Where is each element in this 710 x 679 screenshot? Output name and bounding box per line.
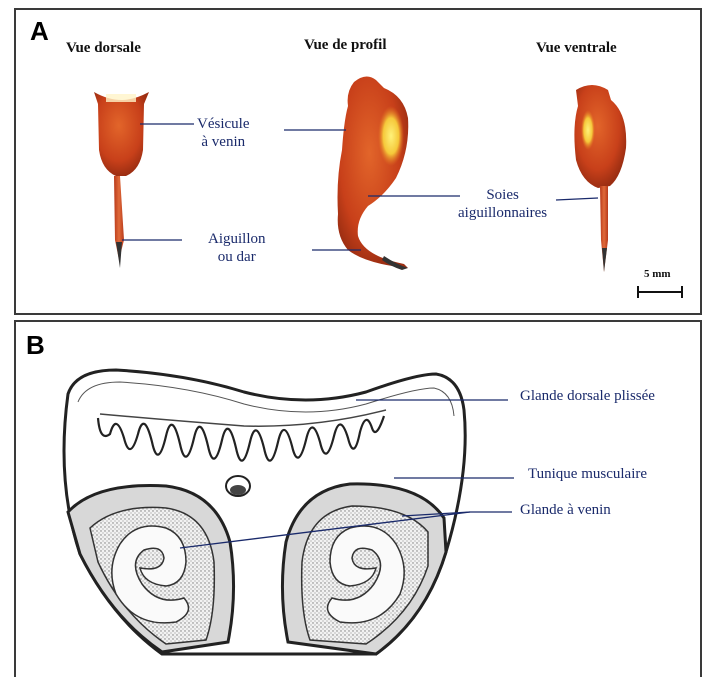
scale-bar-label: 5 mm: [644, 268, 671, 280]
bristles-label: Soies aiguillonnaires: [458, 186, 547, 222]
stinger-label-line2: ou dar: [208, 248, 266, 266]
profile-specimen: [338, 76, 409, 270]
panel-a-illustration: [16, 10, 704, 317]
bristles-label-line2: aiguillonnaires: [458, 204, 547, 222]
scale-bar: [638, 286, 682, 298]
ventral-specimen: [574, 85, 626, 272]
dorsal-specimen: [94, 92, 149, 268]
venom-gland-label: Glande à venin: [520, 502, 611, 519]
stinger-label: Aiguillon ou dar: [208, 230, 266, 266]
dorsal-gland-label: Glande dorsale plissée: [520, 388, 655, 405]
panel-b: B: [14, 320, 702, 677]
vesicle-label-line1: Vésicule: [197, 115, 249, 133]
muscle-tunic-label: Tunique musculaire: [528, 466, 647, 483]
stinger-label-line1: Aiguillon: [208, 230, 266, 248]
panel-b-cross-section: [16, 322, 704, 679]
panel-a: A Vue dorsale Vue de profil Vue ventrale: [14, 8, 702, 315]
bristles-label-line1: Soies: [458, 186, 547, 204]
vesicle-label-line2: à venin: [197, 133, 249, 151]
vesicle-label: Vésicule à venin: [197, 115, 249, 151]
